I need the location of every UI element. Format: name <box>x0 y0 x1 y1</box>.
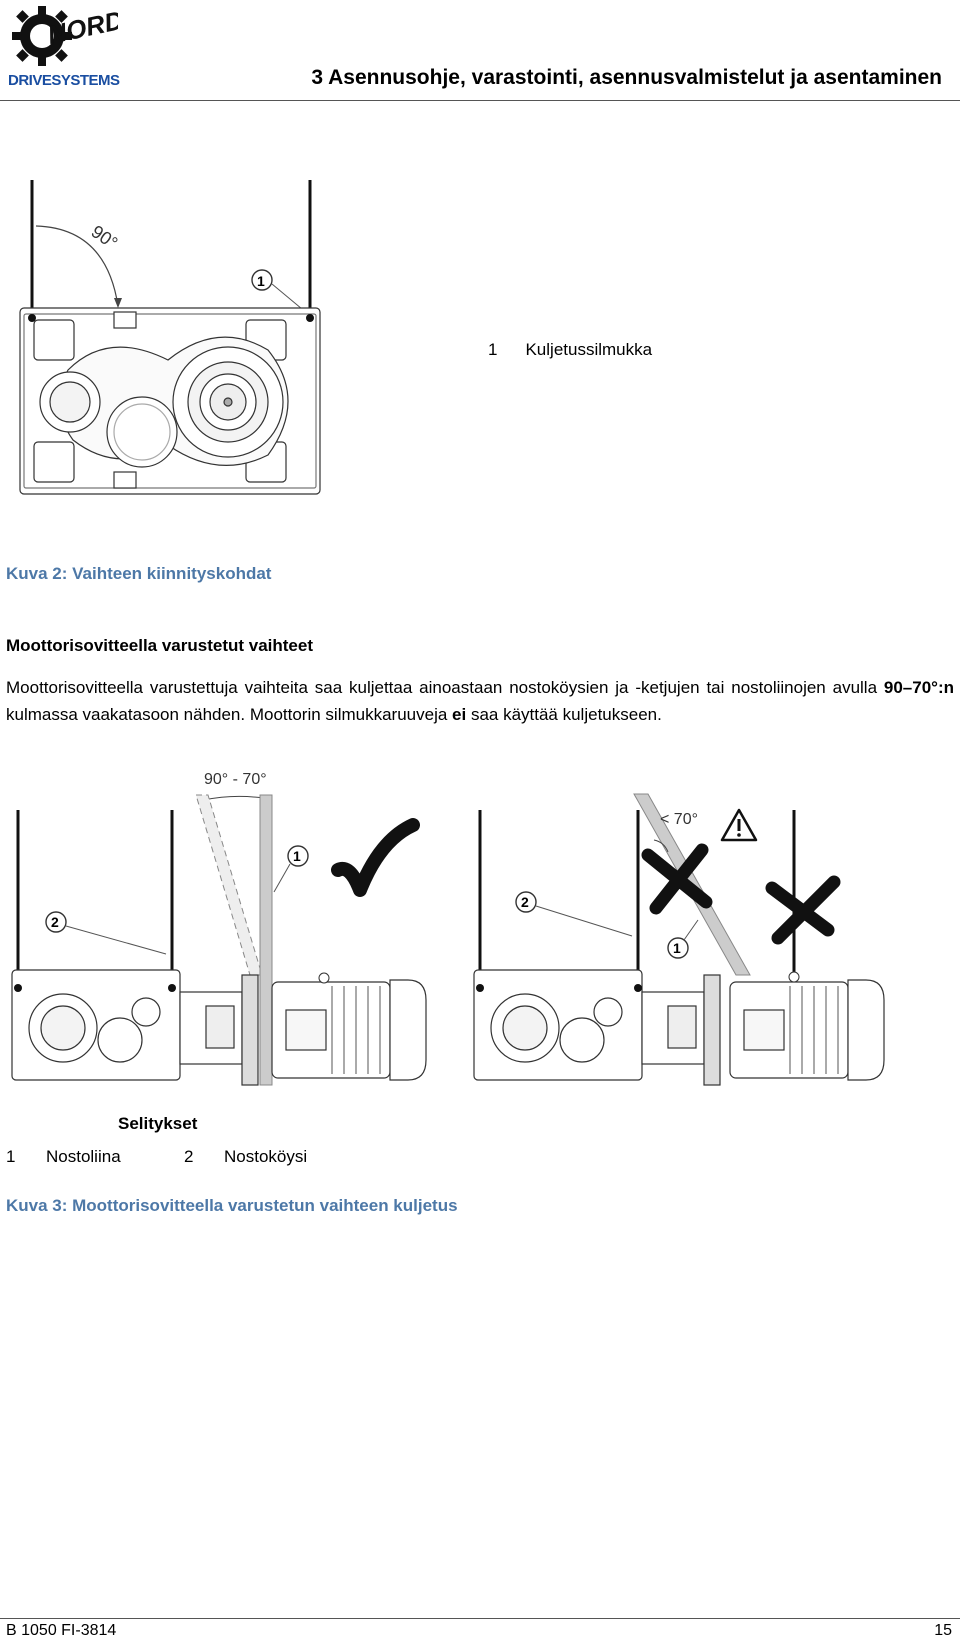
right-angle-label: < 70° <box>660 811 698 828</box>
figure2-callout: 1 Kuljetussilmukka <box>488 340 652 360</box>
nord-logo: NORD <box>12 5 118 66</box>
left-marker-1: 1 <box>293 848 301 864</box>
callout-text: Kuljetussilmukka <box>525 340 653 359</box>
chapter-title: 3 Asennusohje, varastointi, asennusvalmi… <box>311 66 942 89</box>
legend-title: Selitykset <box>118 1114 198 1133</box>
right-marker-2: 2 <box>521 894 529 910</box>
section-heading: Moottorisovitteella varustetut vaihteet <box>6 636 314 655</box>
vertical-sling <box>259 794 273 1086</box>
incorrect-transport-illustration: 2 < 70° 1 <box>473 793 885 1086</box>
gearbox-housing <box>19 307 321 495</box>
right-marker-1: 1 <box>673 940 681 956</box>
legend-item-number: 2 <box>184 1147 194 1166</box>
cross-icon <box>765 875 841 945</box>
gearbox-attachment-figure: 90° 1 <box>19 180 321 495</box>
para-text-3: saa käyttää kuljetukseen. <box>466 705 662 724</box>
logo-subtext: DRIVESYSTEMS <box>8 72 120 89</box>
para-text-1: Moottorisovitteella varustettuja vaihtei… <box>6 678 884 697</box>
section-paragraph: Moottorisovitteella varustettuja vaihtei… <box>6 674 954 728</box>
angle-arc <box>35 225 119 307</box>
figure3-caption: Kuva 3: Moottorisovitteella varustetun v… <box>6 1196 458 1215</box>
document-id: B 1050 FI-3814 <box>6 1622 117 1639</box>
checkmark-icon <box>331 818 420 897</box>
para-bold-1: 90–70°:n <box>883 678 954 697</box>
logo-wordmark: NORD <box>45 5 118 50</box>
legend-item-text: Nostoköysi <box>224 1147 308 1166</box>
gear-icon <box>12 6 72 66</box>
header-divider <box>0 100 960 101</box>
para-text-2: kulmassa vaakatasoon nähden. Moottorin s… <box>6 705 453 724</box>
legend-item-text: Nostoliina <box>46 1147 121 1166</box>
footer-divider <box>0 1618 960 1619</box>
callout-number: 1 <box>488 340 498 359</box>
figure2-caption: Kuva 2: Vaihteen kiinnityskohdat <box>6 564 272 583</box>
page-number: 15 <box>934 1622 952 1639</box>
warning-icon <box>720 808 758 842</box>
left-angle-label: 90° - 70° <box>204 771 267 788</box>
left-marker-2: 2 <box>51 914 59 930</box>
para-bold-2: ei <box>452 705 467 724</box>
callout-marker: 1 <box>257 273 265 289</box>
cross-icon <box>641 843 713 915</box>
correct-transport-illustration: 2 90° - 70° 1 <box>11 771 427 1086</box>
motor-transport-figure: 2 90° - 70° 1 <box>11 771 885 1086</box>
legend-item-number: 1 <box>6 1147 16 1166</box>
legend: 1 Nostoliina 2 Nostoköysi <box>6 1147 307 1167</box>
callout-marker-circle <box>251 269 273 291</box>
arrow-icon <box>114 298 122 308</box>
inclined-sling-ghost <box>195 794 263 976</box>
